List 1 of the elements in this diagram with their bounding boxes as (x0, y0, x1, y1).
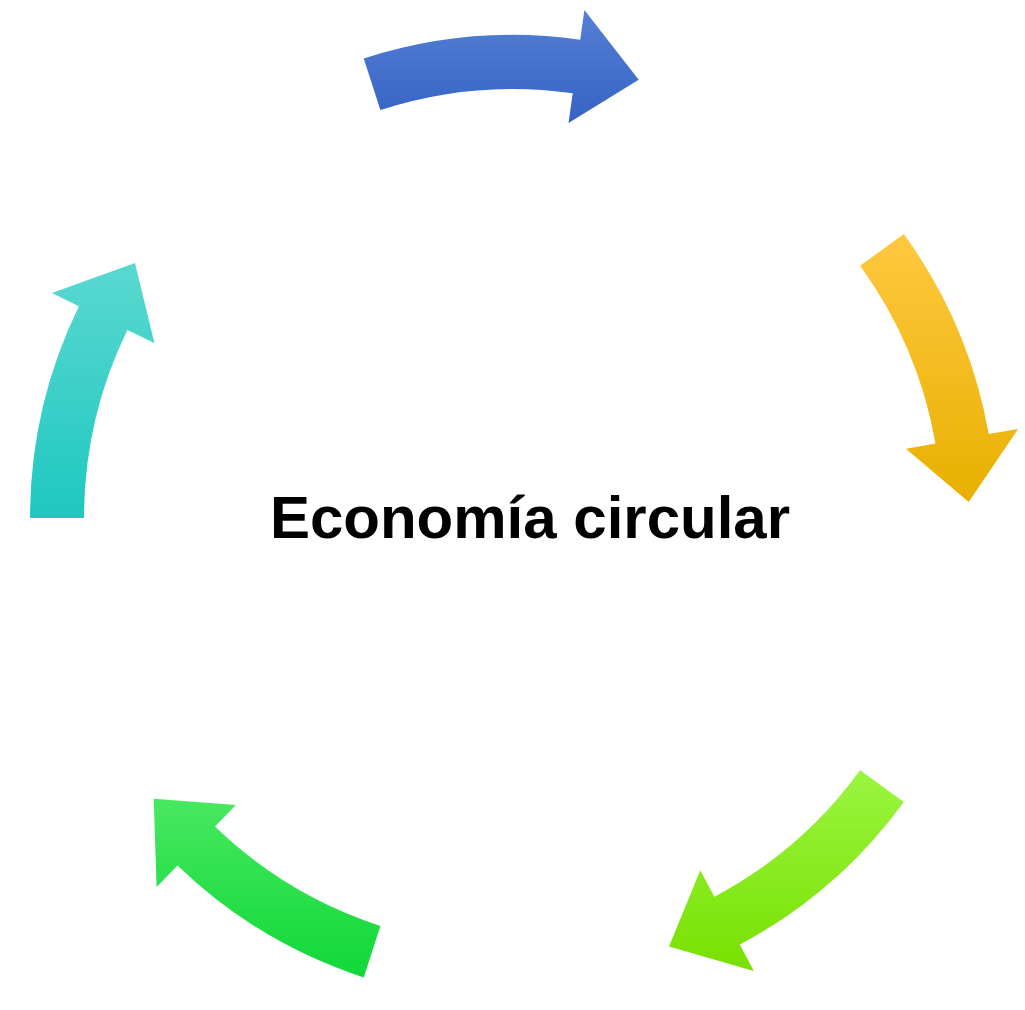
title: Economía circular (269, 485, 791, 551)
